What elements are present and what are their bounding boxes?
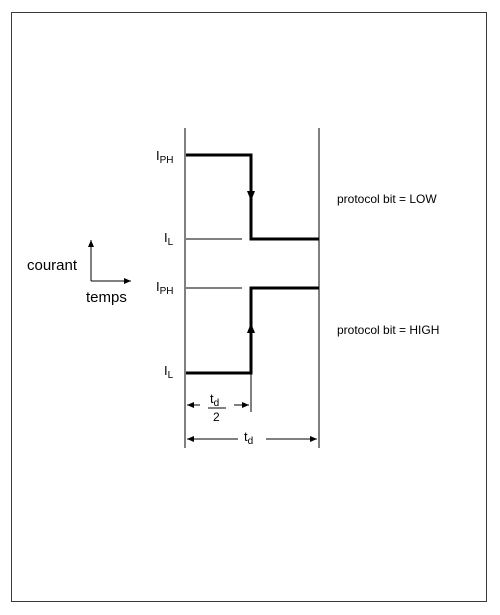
level-label-iph-top: IPH — [156, 148, 174, 166]
waveform-high-bit — [186, 286, 319, 375]
half-period-denominator: 2 — [213, 410, 220, 424]
full-period-label: td — [244, 429, 253, 447]
half-period-numerator: td — [210, 391, 219, 409]
level-label-iph-bottom: IPH — [156, 279, 174, 297]
axis-indicator: courant temps — [27, 240, 131, 306]
level-label-il-top: IL — [164, 230, 174, 248]
falling-edge-arrow — [247, 191, 255, 201]
half-period-dimension: td 2 — [187, 374, 252, 424]
rising-edge-arrow — [247, 323, 255, 333]
case-label-high: protocol bit = HIGH — [337, 323, 439, 337]
y-axis-label: courant — [27, 257, 78, 274]
case-label-low: protocol bit = LOW — [337, 192, 437, 206]
diagram-frame — [11, 12, 487, 602]
waveform-low-bit — [186, 153, 319, 241]
full-period-dimension: td — [187, 429, 317, 447]
x-axis-label: temps — [86, 289, 127, 306]
level-label-il-bottom: IL — [164, 363, 174, 381]
